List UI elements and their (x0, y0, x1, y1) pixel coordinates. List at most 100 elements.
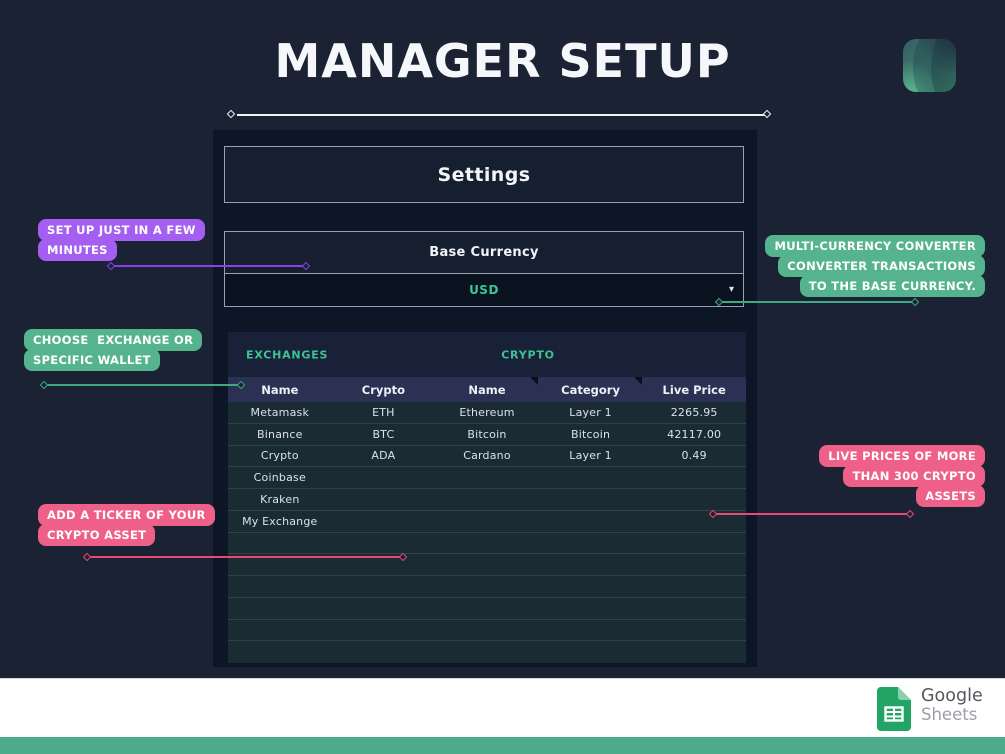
table-cell[interactable] (539, 576, 643, 597)
table-cell[interactable]: BTC (372, 427, 395, 441)
callout-line: TO THE BASE CURRENCY. (799, 275, 985, 297)
section-label-crypto: CRYPTO (501, 348, 555, 361)
table-cell[interactable] (228, 598, 332, 619)
google-sheets-icon (877, 687, 911, 731)
table-cell[interactable]: Layer 1 (569, 405, 612, 419)
base-currency-select[interactable]: USD ▾ (225, 273, 743, 306)
table-cell[interactable]: Binance (257, 427, 303, 441)
table-cell[interactable]: Bitcoin (571, 427, 611, 441)
table-cell[interactable] (435, 533, 539, 554)
table-cell[interactable] (435, 467, 539, 488)
table-cell[interactable]: Crypto (260, 449, 299, 463)
table-cell[interactable] (539, 467, 643, 488)
table-cell[interactable] (642, 598, 746, 619)
connector-line-teal (719, 301, 915, 303)
table-cell[interactable] (435, 598, 539, 619)
connector-line-pink (713, 513, 910, 515)
connector-diamond-icon (910, 297, 920, 307)
connector-line-pink (87, 556, 403, 558)
table-cell[interactable]: My Exchange (242, 514, 318, 528)
connector-diamond-icon (82, 552, 92, 562)
table-row: Metamask ETH Ethereum Layer 1 2265.95 (228, 402, 746, 424)
column-header[interactable]: Name (261, 382, 299, 397)
table-cell[interactable] (435, 576, 539, 597)
table-cell[interactable] (332, 576, 436, 597)
table-cell[interactable] (435, 554, 539, 575)
table-cell[interactable]: ETH (372, 405, 395, 419)
table-cell[interactable] (332, 467, 436, 488)
callout-line: MINUTES (38, 239, 117, 261)
table-cell[interactable] (228, 641, 332, 662)
connector-diamond-icon (106, 261, 116, 271)
callout-line: SPECIFIC WALLET (24, 349, 160, 371)
settings-panel: Settings Base Currency USD ▾ EXCHANGES C… (213, 130, 757, 667)
brand-primary: Google (921, 686, 983, 706)
footer: Google Sheets (0, 678, 1005, 737)
table-cell[interactable] (539, 489, 643, 510)
table-cell[interactable]: Bitcoin (467, 427, 507, 441)
table-row: Crypto ADA Cardano Layer 1 0.49 (228, 445, 746, 468)
table-row (228, 532, 746, 555)
dropdown-arrow-icon: ▾ (728, 284, 734, 295)
brand-secondary: Sheets (921, 705, 978, 725)
table-cell[interactable] (332, 598, 436, 619)
table-cell[interactable] (642, 641, 746, 662)
table-cell[interactable] (539, 620, 643, 641)
table-cell[interactable] (332, 620, 436, 641)
table-cell[interactable] (539, 511, 643, 532)
table-cell[interactable] (435, 620, 539, 641)
table-cell[interactable]: 2265.95 (670, 405, 718, 419)
table-cell[interactable] (435, 511, 539, 532)
table-cell[interactable]: Metamask (250, 405, 310, 419)
column-header[interactable]: Name (468, 382, 506, 397)
table-cell[interactable] (642, 489, 746, 510)
table-row (228, 576, 746, 598)
table-cell[interactable] (642, 576, 746, 597)
table-cell[interactable] (539, 533, 643, 554)
table-cell[interactable] (332, 533, 436, 554)
callout-multi-currency: MULTI-CURRENCY CONVERTER CONVERTER TRANS… (765, 235, 985, 297)
settings-header: Settings (224, 146, 744, 203)
table-section-band: EXCHANGES CRYPTO (228, 332, 746, 377)
table-cell[interactable] (435, 641, 539, 662)
table-cell[interactable]: Ethereum (459, 405, 515, 419)
table-cell[interactable] (435, 489, 539, 510)
table-cell[interactable] (539, 641, 643, 662)
title-divider (237, 114, 767, 116)
table-cell[interactable]: Kraken (260, 492, 300, 506)
table-cell[interactable] (539, 598, 643, 619)
table-cell[interactable]: Layer 1 (569, 449, 612, 463)
connector-line-teal (44, 384, 241, 386)
table-cell[interactable] (642, 533, 746, 554)
table-cell[interactable] (642, 620, 746, 641)
column-header[interactable]: Category (561, 382, 620, 397)
google-sheets-wordmark: Google Sheets (921, 686, 983, 725)
base-currency-value: USD (469, 283, 499, 297)
callout-live-prices: LIVE PRICES OF MORE THAN 300 CRYPTO ASSE… (819, 445, 985, 507)
table-cell[interactable] (332, 489, 436, 510)
table-cell[interactable] (228, 533, 332, 554)
table-cell[interactable]: 0.49 (681, 449, 707, 463)
section-label-exchanges: EXCHANGES (246, 348, 329, 361)
page-title: MANAGER SETUP (274, 34, 731, 88)
table-cell[interactable]: Cardano (463, 449, 511, 463)
table-cell[interactable] (228, 576, 332, 597)
table-cell[interactable] (332, 641, 436, 662)
divider-diamond-icon (226, 109, 236, 119)
base-currency-label: Base Currency (429, 245, 539, 260)
table-cell[interactable]: ADA (371, 449, 396, 463)
table-cell[interactable]: Coinbase (253, 471, 306, 485)
column-header[interactable]: Live Price (662, 382, 726, 397)
cell-corner-notch-icon (634, 377, 642, 385)
table-cell[interactable]: 42117.00 (667, 427, 722, 441)
table-cell[interactable] (228, 620, 332, 641)
table-cell[interactable] (332, 511, 436, 532)
divider-diamond-icon (762, 109, 772, 119)
table-cell[interactable] (642, 554, 746, 575)
column-header[interactable]: Crypto (361, 382, 406, 397)
table-cell[interactable] (539, 554, 643, 575)
table-row: Coinbase (228, 467, 746, 489)
table-cell[interactable] (642, 467, 746, 488)
